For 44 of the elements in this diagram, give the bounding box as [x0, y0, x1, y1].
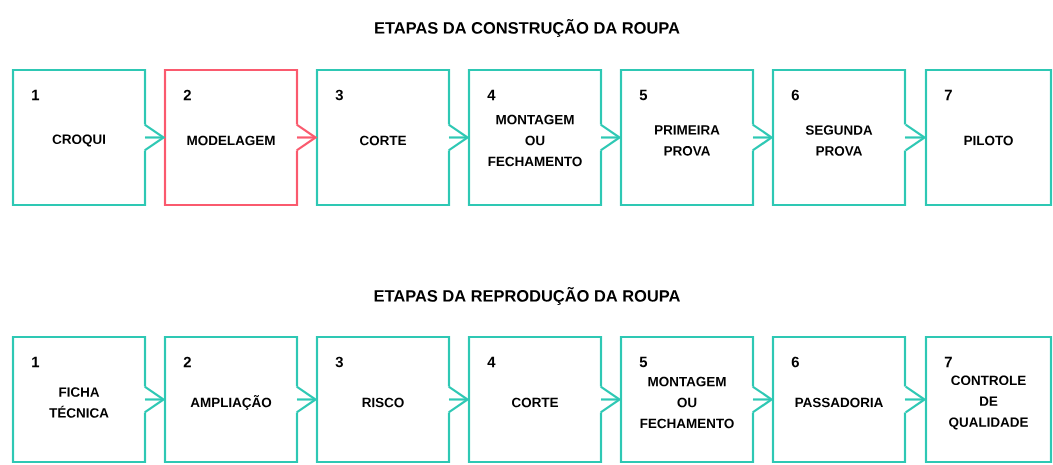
step-number: 3 — [335, 89, 343, 101]
step-box — [315, 335, 451, 464]
step-number: 1 — [32, 89, 40, 101]
step-label: FICHA TÉCNICA — [49, 387, 109, 418]
step-label: CORTE — [512, 397, 558, 408]
step-label: RISCO — [362, 397, 404, 408]
step-box — [619, 68, 755, 207]
step-label: SEGUNDA PROVA — [805, 125, 873, 156]
step-box — [467, 335, 603, 464]
step-number: 5 — [639, 356, 648, 368]
step-number: 1 — [32, 356, 40, 368]
step-box — [163, 68, 299, 207]
step-number: 4 — [487, 89, 496, 101]
step-number: 2 — [183, 89, 191, 101]
step-number: 2 — [183, 356, 191, 368]
step-box — [924, 68, 1053, 207]
step-number: 7 — [944, 356, 952, 368]
step-number: 7 — [944, 89, 952, 101]
step-box — [771, 68, 907, 207]
step-label: MONTAGEM OU FECHAMENTO — [640, 376, 734, 429]
step-box — [619, 335, 755, 464]
step-box — [11, 68, 147, 207]
step-label: MODELAGEM — [187, 135, 275, 146]
step-number: 6 — [791, 356, 799, 368]
step-box — [163, 335, 299, 464]
step-box — [924, 335, 1053, 464]
step-number: 6 — [791, 89, 799, 101]
step-number: 4 — [487, 356, 496, 368]
step-box — [11, 335, 147, 464]
step-label: CORTE — [360, 135, 407, 146]
heading: ETAPAS DA CONSTRUÇÃO DA ROUPA — [375, 18, 680, 37]
step-label: CONTROLE DE QUALIDADE — [949, 375, 1028, 430]
step-box — [467, 68, 603, 207]
step-number: 5 — [639, 89, 648, 101]
step-label: CROQUI — [52, 134, 105, 147]
step-label: MONTAGEM OU FECHAMENTO — [488, 114, 582, 167]
heading: ETAPAS DA REPRODUÇÃO DA ROUPA — [374, 286, 680, 305]
step-label: PRIMEIRA PROVA — [655, 125, 720, 156]
step-label: AMPLIAÇÃO — [190, 395, 272, 410]
step-box — [315, 68, 451, 207]
step-number: 3 — [335, 356, 343, 368]
step-label: PILOTO — [964, 135, 1013, 146]
step-box — [771, 335, 907, 464]
step-label: PASSADORIA — [795, 397, 883, 408]
